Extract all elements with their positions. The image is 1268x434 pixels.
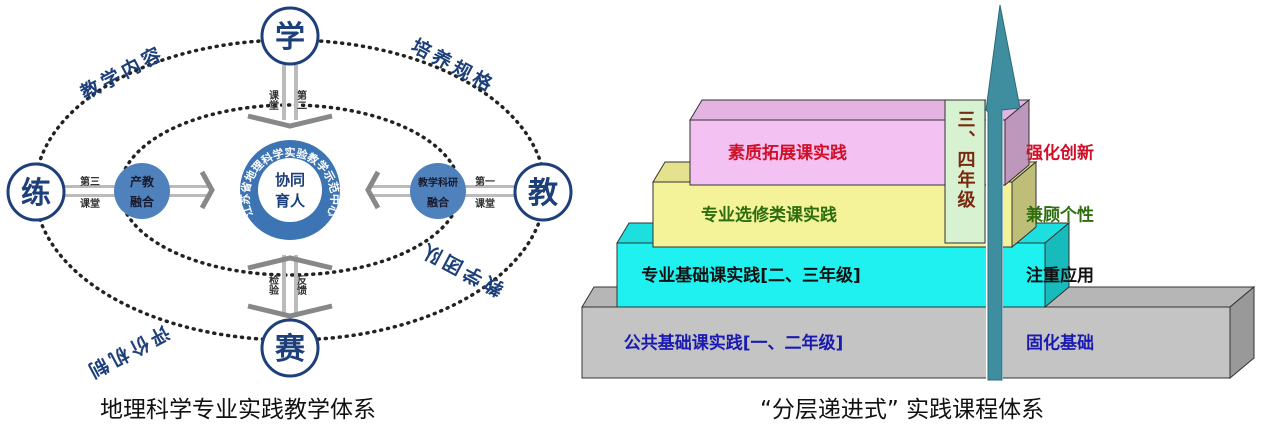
layered-curriculum-diagram: 公共基础课实践[一、二年级] 固化基础 专业基础课实践[二、三年级] 注重应用 专业选修… [581, 98, 1256, 380]
layer-goal: 兼顾个性 [1026, 205, 1094, 226]
center-title: 协同 [275, 171, 305, 189]
center-title: 育人 [275, 192, 306, 210]
center-core [258, 158, 322, 222]
layer-front-face [616, 242, 1046, 308]
arc-label-team: 教学团队 [415, 237, 507, 301]
layer-front-face [581, 306, 1231, 379]
industry-education-label: 融合 [130, 194, 155, 209]
industry-education-label: 产教 [130, 174, 155, 189]
layer-goal: 强化创新 [1026, 143, 1094, 164]
node-compete-label: 赛 [275, 332, 306, 367]
teaching-research-label: 教学科研 [417, 176, 458, 189]
node-learn-label: 学 [275, 20, 305, 55]
connector-left-label: 课堂 [80, 197, 100, 210]
arc-label-content: 教学内容 [77, 41, 169, 105]
progress-arrow-icon [985, 4, 1021, 381]
connector-top-label: 第二 [295, 89, 307, 110]
node-practice [6, 162, 66, 222]
teaching-research-circle [410, 163, 466, 219]
chevron-up-icon [247, 255, 333, 271]
industry-education-circle [114, 163, 170, 219]
node-teach-label: 教 [528, 176, 558, 211]
connector-top-label: 课堂 [267, 89, 279, 110]
teaching-research-label: 融合 [427, 195, 450, 209]
layer-goal: 固化基础 [1026, 333, 1094, 354]
right-caption: “分层递进式” 实践课程体系 [760, 397, 1045, 423]
node-teach [513, 162, 573, 222]
connector-bottom-label: 检验 [267, 274, 279, 296]
arc-label-spec: 培养规格 [408, 34, 500, 98]
node-practice-label: 练 [21, 176, 51, 211]
chevron-left-icon [365, 170, 381, 210]
layer-label: 公共基础课实践[一、二年级] [624, 333, 844, 354]
teaching-system-diagram: 课堂 第二 检验 反馈 第三 课堂 第一 课堂 学 练 教 赛 教学内容 培养规… [6, 6, 573, 385]
left-caption: 地理科学专业实践教学体系 [100, 397, 376, 423]
layer-goal: 注重应用 [1026, 265, 1094, 286]
layer-label: 专业基础课实践[二、三年级] [641, 265, 861, 286]
arc-label-evaluation: 评价机制 [81, 321, 173, 385]
grade-tag-strip [944, 99, 986, 244]
chevron-down-icon [247, 303, 333, 319]
grade-tag: 三、四年级 [955, 110, 976, 210]
chevron-icons [199, 113, 381, 319]
connector-bottom-label: 反馈 [295, 274, 308, 296]
connector-left-label: 第三 [80, 175, 100, 188]
connector-right-label: 第一 [475, 175, 495, 188]
chevron-down-icon [247, 113, 333, 129]
connector-right-label: 课堂 [475, 197, 495, 210]
progress-arrow-layer [985, 4, 1021, 381]
layer-label: 素质拓展课实践 [728, 143, 847, 164]
node-compete [260, 318, 320, 378]
node-learn [260, 6, 320, 66]
chevron-right-icon [199, 170, 215, 210]
layer-label: 专业选修类课实践 [701, 205, 837, 226]
